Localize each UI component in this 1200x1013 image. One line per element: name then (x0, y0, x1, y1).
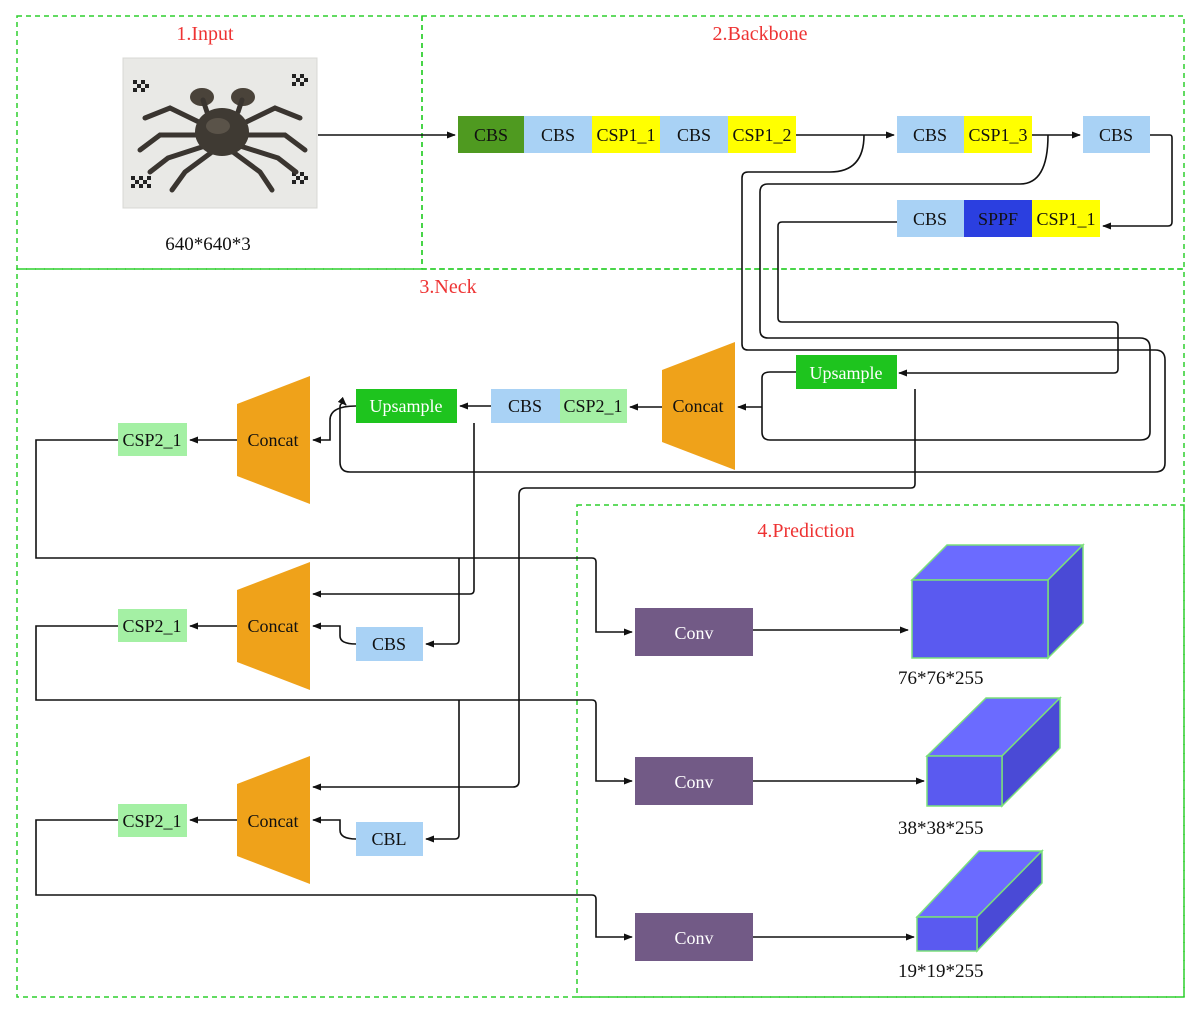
neck-cbl-3-block (356, 822, 423, 856)
neck-concat-top-label: Concat (673, 396, 724, 416)
backbone-cbs-1-block (458, 116, 524, 153)
pred-conv-2-label: Conv (674, 772, 713, 792)
neck-concat-3-shape (237, 756, 310, 884)
neck-csp2-2-label: CSP2_1 (122, 616, 181, 636)
neck-upsample-mid-label: Upsample (370, 396, 443, 416)
neck-csp2-1-label: CSP2_1 (122, 430, 181, 450)
backbone-cbs-6-block (897, 200, 964, 237)
backbone-sppf-label: SPPF (978, 209, 1018, 229)
crab-photo-icon (122, 57, 318, 209)
backbone-cbs-2-block (524, 116, 592, 153)
backbone-cbs-5-block (1083, 116, 1150, 153)
neck-cbs-2-block (356, 627, 423, 661)
neck-csp2-3-label: CSP2_1 (122, 811, 181, 831)
backbone-cbs-3-label: CBS (677, 125, 711, 145)
backbone-cbs-5-label: CBS (1099, 125, 1133, 145)
pred-conv-1-block (635, 608, 753, 656)
neck-cbs-mid-block (491, 389, 560, 423)
output-label-19: 19*19*255 (898, 961, 984, 982)
backbone-csp1-1-label: CSP1_1 (596, 125, 655, 145)
backbone-cbs-4-label: CBS (913, 125, 947, 145)
backbone-cbs-6-label: CBS (913, 209, 947, 229)
neck-concat-1-shape (237, 376, 310, 504)
backbone-sppf-block (964, 200, 1032, 237)
backbone-csp1-2-block (728, 116, 796, 153)
neck-concat-top-shape (662, 342, 735, 470)
region-title-backbone: 2.Backbone (713, 23, 808, 45)
backbone-cbs-4-block (897, 116, 964, 153)
neck-concat-2-shape (237, 562, 310, 690)
backbone-csp1-2-label: CSP1_2 (732, 125, 791, 145)
backbone-cbs-2-label: CBS (541, 125, 575, 145)
neck-csp2-2-block (118, 609, 187, 642)
output-cube-19-icon (915, 849, 1044, 953)
neck-upsample-mid-block (356, 389, 457, 423)
neck-upsample-top-block (796, 355, 897, 389)
pred-conv-3-label: Conv (674, 928, 713, 948)
neck-upsample-top-label: Upsample (810, 363, 883, 383)
region-neck (16, 268, 1185, 998)
neck-csp2-3-block (118, 804, 187, 837)
neck-concat-2-label: Concat (248, 616, 299, 636)
output-cube-76-icon (910, 543, 1085, 660)
backbone-csp1-3-label: CSP1_3 (968, 125, 1027, 145)
neck-csp2-mid-block (560, 389, 627, 423)
neck-cbs-2-label: CBS (372, 634, 406, 654)
pred-conv-1-label: Conv (674, 623, 713, 643)
output-label-38: 38*38*255 (898, 818, 984, 839)
connection-lines (35, 131, 1173, 941)
region-title-input: 1.Input (176, 23, 234, 45)
neck-concat-1-label: Concat (248, 430, 299, 450)
input-size-label: 640*640*3 (165, 234, 251, 255)
pred-conv-2-block (635, 757, 753, 805)
backbone-cbs-1-label: CBS (474, 125, 508, 145)
output-label-76: 76*76*255 (898, 668, 984, 689)
output-cube-38-icon (925, 696, 1062, 808)
neck-csp2-1-block (118, 423, 187, 456)
region-title-neck: 3.Neck (419, 276, 476, 298)
neck-csp2-mid-label: CSP2_1 (563, 396, 622, 416)
backbone-cbs-3-block (660, 116, 728, 153)
backbone-csp1-3-block (964, 116, 1032, 153)
backbone-csp1-1b-block (1032, 200, 1100, 237)
backbone-csp1-1-block (592, 116, 660, 153)
pred-conv-3-block (635, 913, 753, 961)
neck-cbs-mid-label: CBS (508, 396, 542, 416)
neck-cbl-3-label: CBL (371, 829, 406, 849)
neck-concat-3-label: Concat (248, 811, 299, 831)
region-title-prediction: 4.Prediction (757, 520, 854, 542)
backbone-csp1-1b-label: CSP1_1 (1036, 209, 1095, 229)
